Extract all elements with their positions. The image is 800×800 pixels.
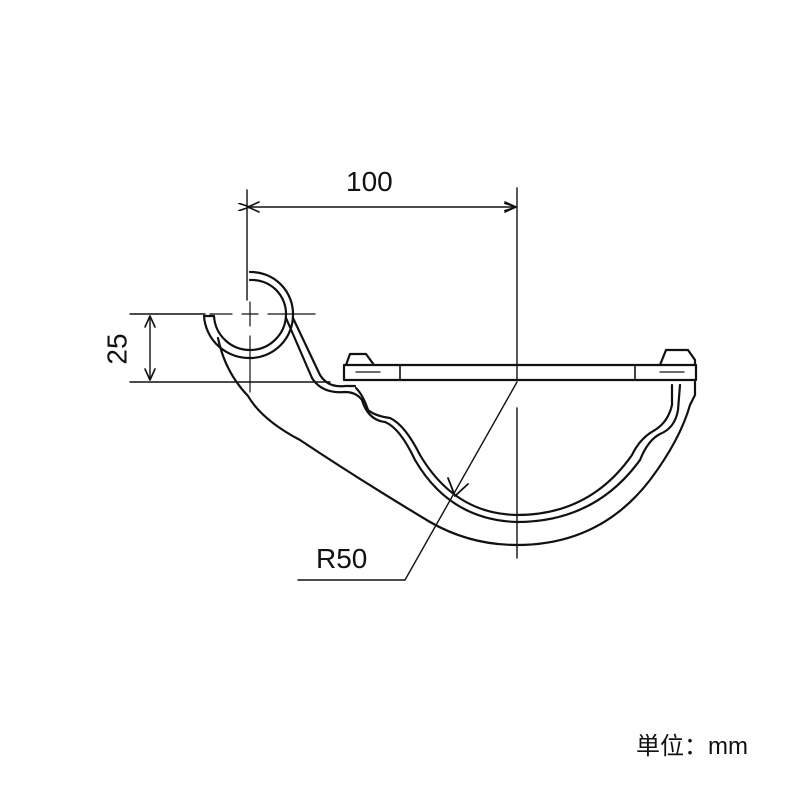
extension-lines [129, 187, 518, 559]
top-rail [342, 348, 698, 382]
unit-note: 単位：mm [636, 733, 748, 760]
dimension-25-label: 25 [101, 333, 133, 365]
radius-leader [297, 381, 518, 581]
bracket-arm [216, 316, 697, 547]
centerlines [209, 301, 316, 393]
pipe-holder [202, 270, 295, 360]
radius-label: R50 [316, 543, 368, 574]
dimension-100-label: 100 [346, 166, 393, 197]
